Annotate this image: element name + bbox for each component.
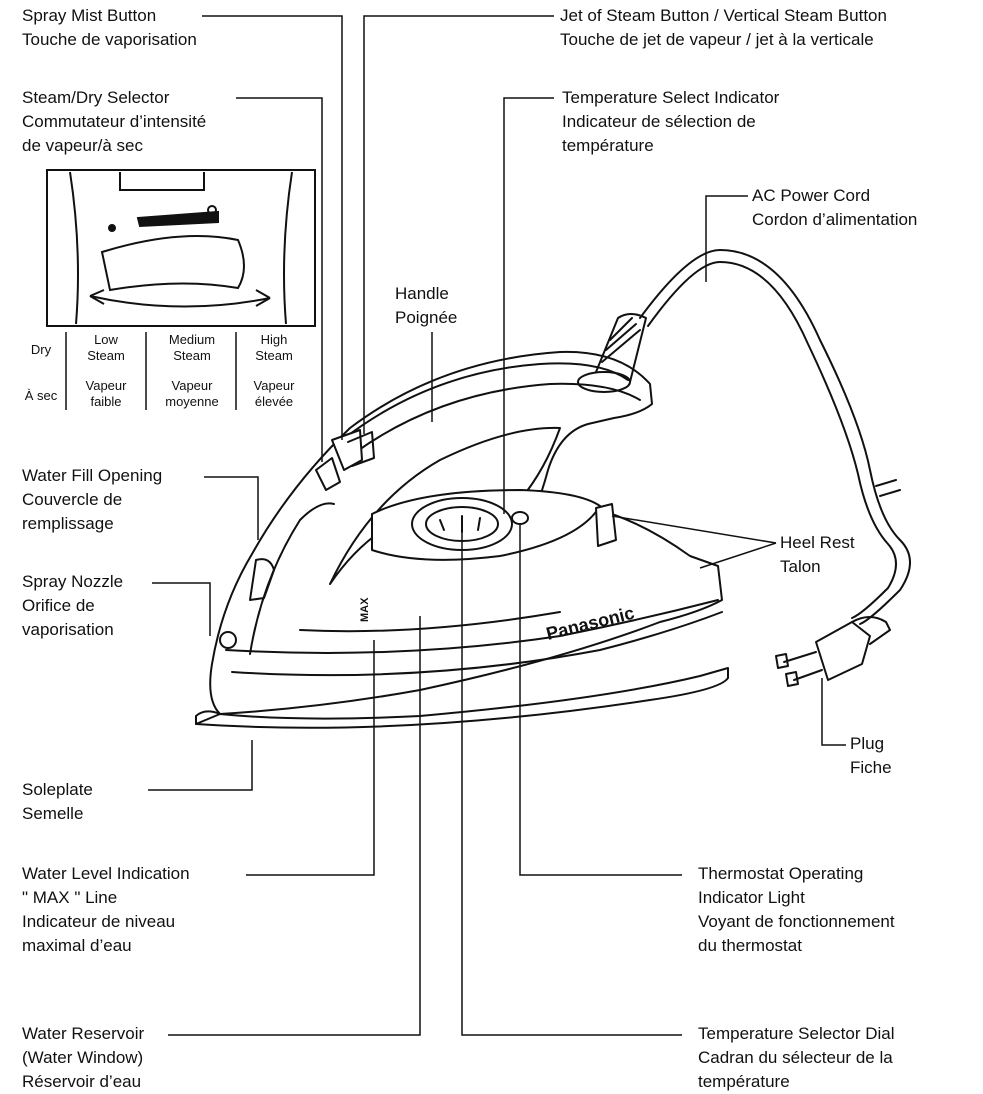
label-fr: Semelle [22, 804, 84, 823]
label-en: Spray Nozzle [22, 572, 124, 591]
label-fr-2: température [698, 1072, 790, 1091]
max-line-mark: MAX [359, 597, 371, 622]
vapeur-faible-label: Vapeur faible [68, 378, 144, 410]
label-water-reservoir: Water Reservoir (Water Window) Réservoir… [22, 1022, 144, 1094]
setting-line: faible [90, 394, 122, 409]
label-temperature-select-indicator: Temperature Select Indicator Indicateur … [562, 86, 779, 158]
label-fr: Poignée [395, 308, 458, 327]
label-en-2: Indicator Light [698, 888, 805, 907]
label-heel-rest: Heel Rest Talon [780, 531, 855, 579]
label-en: Plug [850, 734, 885, 753]
setting-line: élevée [254, 394, 294, 409]
label-en: Water Level Indication [22, 864, 190, 883]
high-steam-label: High Steam [238, 332, 310, 364]
label-fr: Touche de jet de vapeur / jet à la verti… [560, 30, 874, 49]
setting-line: Steam [173, 348, 211, 363]
vapeur-elevee-label: Vapeur élevée [238, 378, 310, 410]
label-water-level-indication: Water Level Indication " MAX " Line Indi… [22, 862, 190, 958]
setting-line: Medium [168, 332, 216, 347]
label-en: Jet of Steam Button / Vertical Steam But… [560, 6, 887, 25]
label-plug: Plug Fiche [850, 732, 892, 780]
setting-line: Vapeur [85, 378, 127, 393]
label-fr-2: température [562, 136, 654, 155]
label-en: Water Reservoir [22, 1024, 145, 1043]
dry-label: Dry [30, 342, 52, 357]
label-spray-mist-button: Spray Mist Button Touche de vaporisation [22, 4, 197, 52]
iron-diagram: Panasonic MAX Spray Mist Button Touche d… [18, 4, 917, 1091]
label-en: Steam/Dry Selector [22, 88, 170, 107]
label-fr: Commutateur d’intensité [22, 112, 207, 131]
label-fr: Touche de vaporisation [22, 30, 197, 49]
low-steam-label: Low Steam [68, 332, 144, 364]
label-fr: Orifice de [22, 596, 95, 615]
setting-line: moyenne [165, 394, 219, 409]
label-fr: Voyant de fonctionnement [698, 912, 895, 931]
a-sec-label: À sec [24, 388, 58, 403]
selector-settings-table: Dry Low Steam Medium Steam High Steam À … [18, 332, 318, 416]
vapeur-moyenne-label: Vapeur moyenne [148, 378, 236, 410]
label-en-2: (Water Window) [22, 1048, 144, 1067]
label-temperature-selector-dial: Temperature Selector Dial Cadran du séle… [698, 1022, 895, 1094]
label-fr: Indicateur de niveau [22, 912, 176, 931]
label-en: Spray Mist Button [22, 6, 157, 25]
label-fr: Cordon d’alimentation [752, 210, 918, 229]
label-handle: Handle Poignée [395, 282, 457, 330]
setting-line: High [260, 332, 288, 347]
label-water-fill-opening: Water Fill Opening Couvercle de rempliss… [22, 464, 162, 536]
label-fr: Fiche [850, 758, 892, 777]
medium-steam-label: Medium Steam [148, 332, 236, 364]
label-en: Thermostat Operating [698, 864, 864, 883]
iron-illustration: Panasonic MAX [46, 15, 911, 1036]
setting-line: Steam [255, 348, 293, 363]
label-thermostat-indicator-light: Thermostat Operating Indicator Light Voy… [698, 862, 895, 958]
label-steam-dry-selector: Steam/Dry Selector Commutateur d’intensi… [22, 86, 206, 158]
label-fr-2: de vapeur/à sec [22, 136, 143, 155]
label-en: Water Fill Opening [22, 466, 163, 485]
setting-line: Low [94, 332, 118, 347]
label-ac-power-cord: AC Power Cord Cordon d’alimentation [752, 184, 917, 232]
label-en: Soleplate [22, 780, 93, 799]
label-fr-2: vaporisation [22, 620, 114, 639]
label-jet-of-steam-button: Jet of Steam Button / Vertical Steam But… [560, 4, 887, 52]
label-fr: Couvercle de [22, 490, 123, 509]
label-fr-2: maximal d’eau [22, 936, 132, 955]
label-fr: Réservoir d’eau [22, 1072, 142, 1091]
label-fr-2: du thermostat [698, 936, 802, 955]
label-en: Temperature Select Indicator [562, 88, 780, 107]
label-en: AC Power Cord [752, 186, 871, 205]
setting-line: Steam [87, 348, 125, 363]
label-en: Temperature Selector Dial [698, 1024, 895, 1043]
setting-line: Vapeur [171, 378, 213, 393]
setting-line: Vapeur [253, 378, 295, 393]
label-spray-nozzle: Spray Nozzle Orifice de vaporisation [22, 570, 123, 642]
label-soleplate: Soleplate Semelle [22, 778, 93, 826]
label-fr: Talon [780, 557, 821, 576]
label-en: Handle [395, 284, 449, 303]
label-fr: Indicateur de sélection de [562, 112, 756, 131]
label-fr: Cadran du sélecteur de la [698, 1048, 893, 1067]
label-en: Heel Rest [780, 533, 855, 552]
label-en-2: " MAX " Line [22, 888, 118, 907]
label-fr-2: remplissage [22, 514, 114, 533]
